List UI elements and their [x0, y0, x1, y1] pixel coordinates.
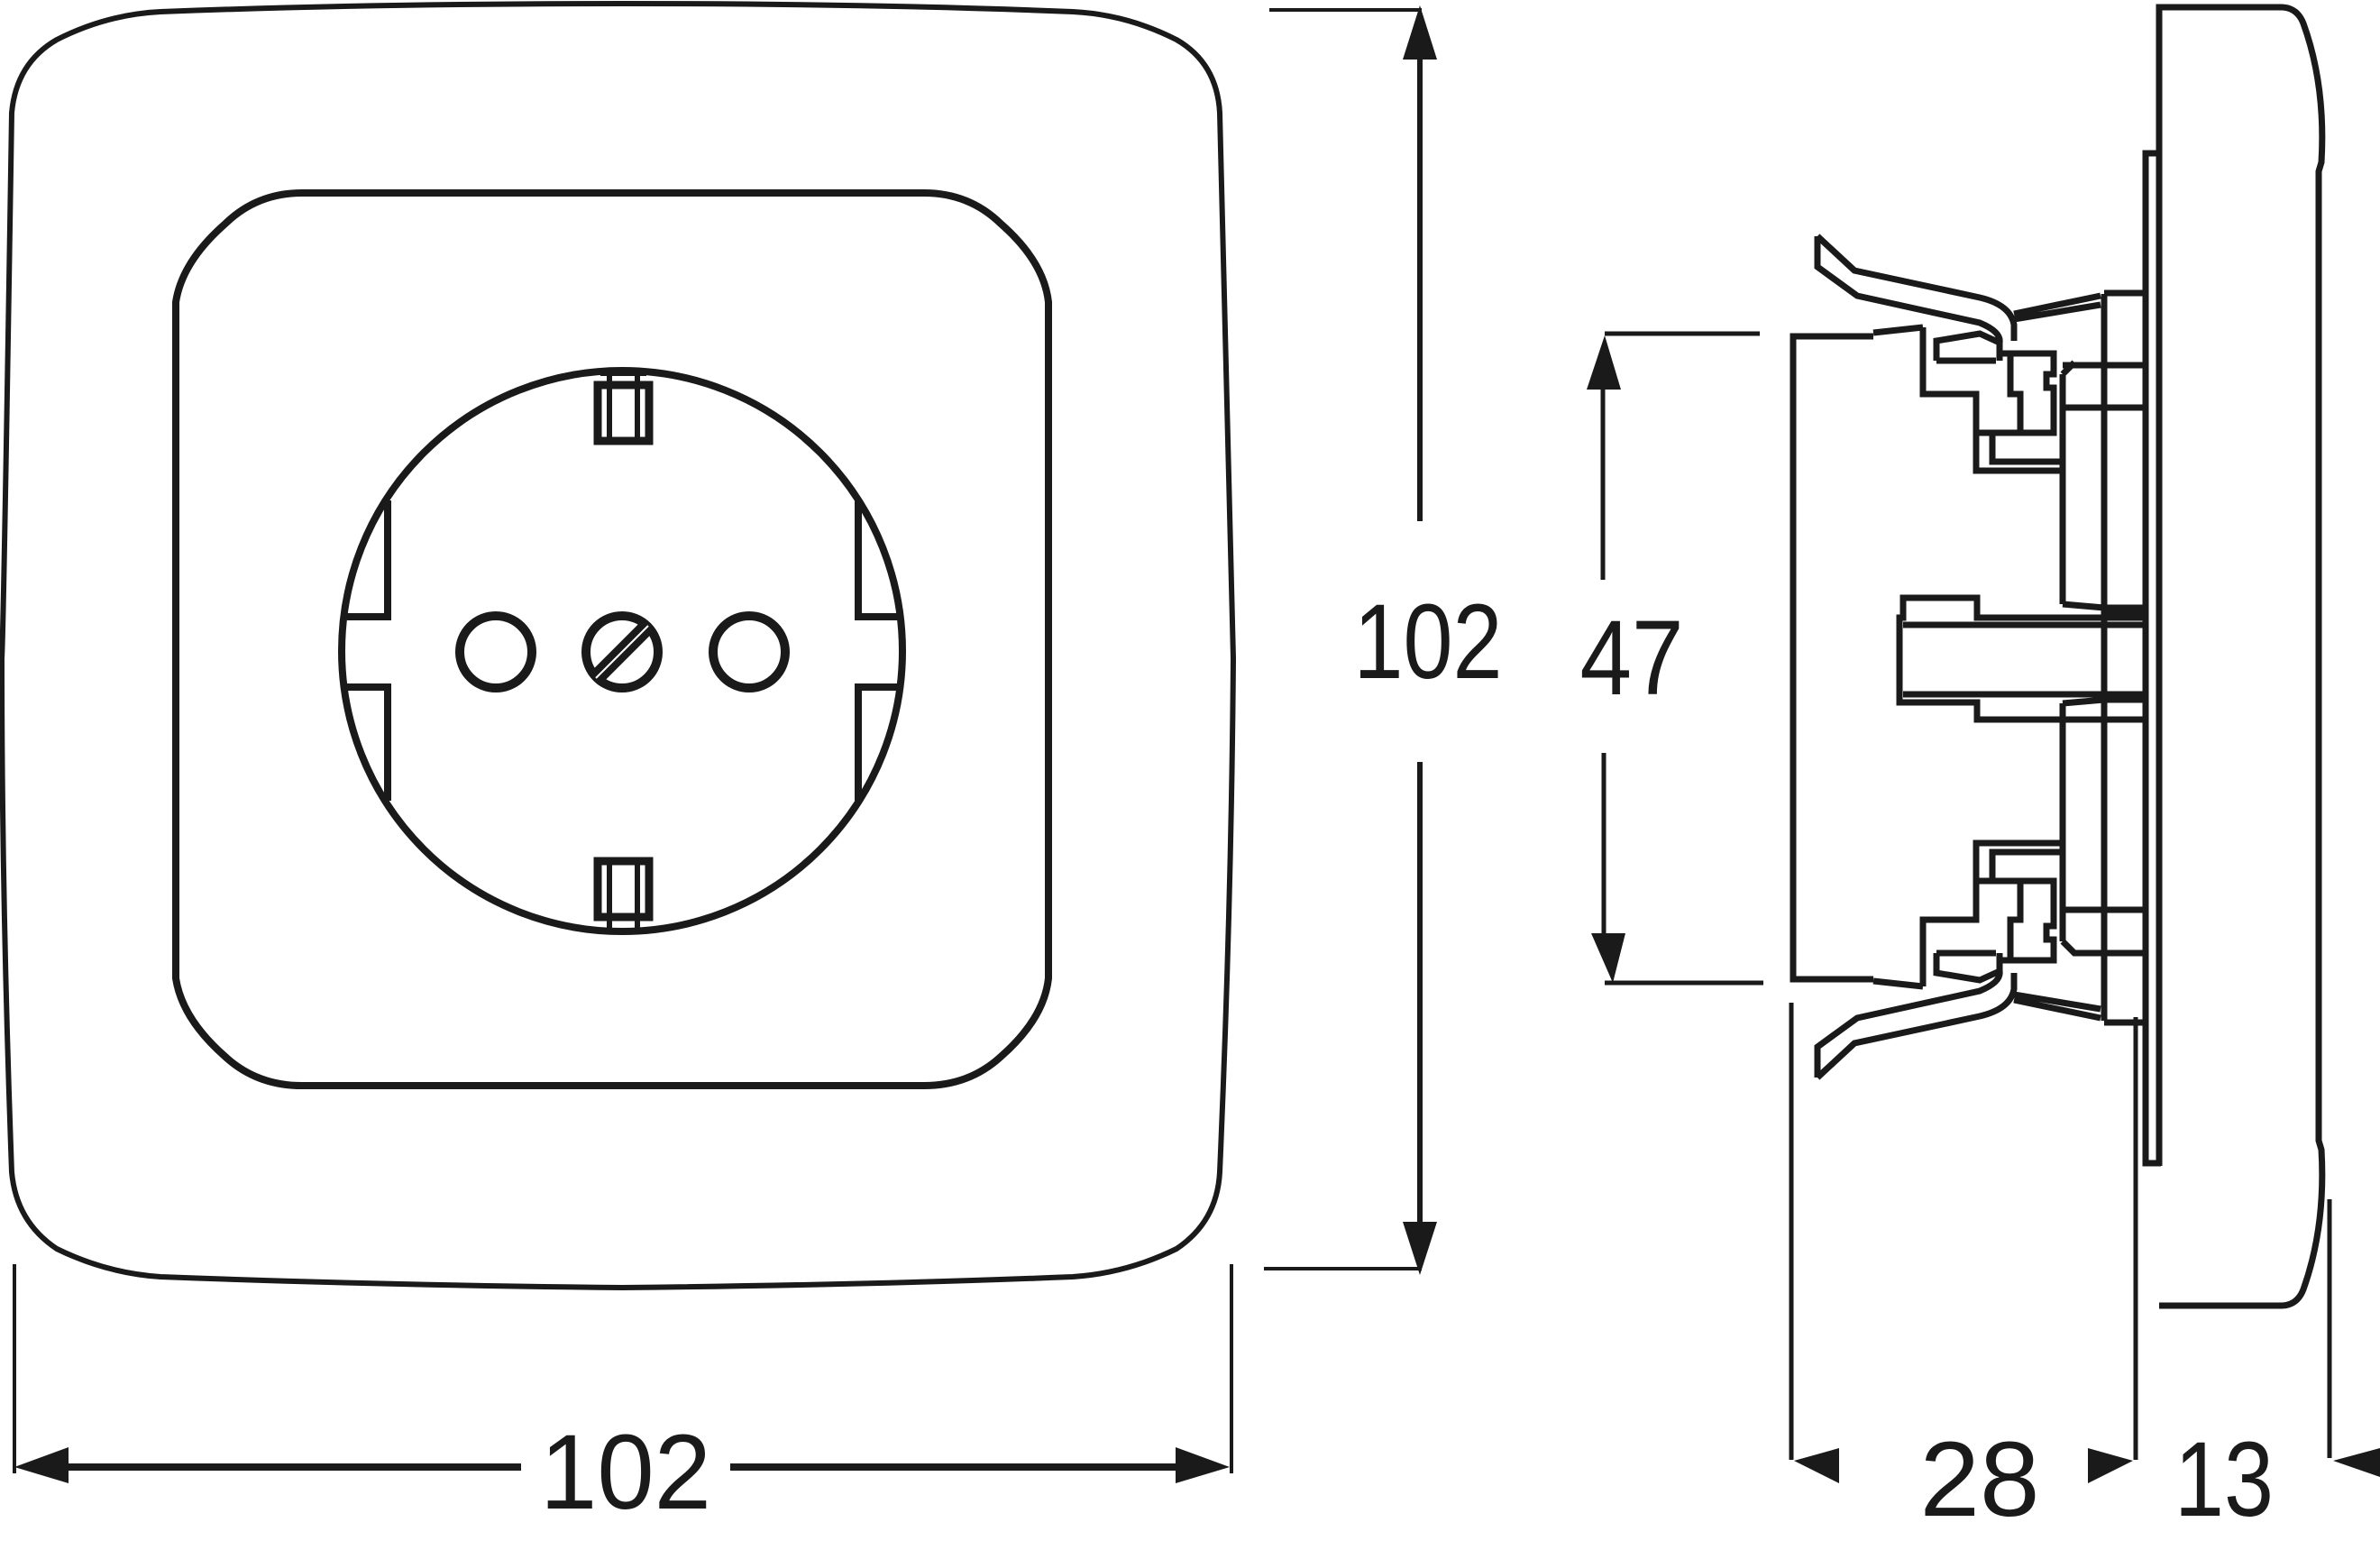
- arrow-up: [1587, 335, 1621, 390]
- dimension-mounting: 47: [1580, 331, 1763, 986]
- dimension-mounting-label: 47: [1580, 599, 1684, 718]
- frame-profile: [2156, 4, 2326, 1309]
- dimension-width: 102: [13, 1264, 1233, 1532]
- front-view: [0, 0, 1237, 1291]
- dimension-height-label: 102: [1354, 582, 1503, 702]
- outer-frame: [0, 0, 1237, 1291]
- pin-hole-right: [709, 611, 790, 692]
- insert-body: [1790, 333, 1873, 983]
- arrow-right: [2088, 1448, 2133, 1483]
- pin-hole-left: [455, 611, 536, 692]
- dimension-projection-label: 13: [2174, 1420, 2274, 1539]
- earth-clip-right: [855, 500, 899, 801]
- arrow-down: [1403, 1222, 1437, 1275]
- earth-clip-left: [347, 500, 391, 801]
- side-view: [1790, 4, 2326, 1309]
- arrow-left: [1794, 1448, 1839, 1483]
- arrow-up: [1403, 5, 1437, 60]
- earth-contact-bottom: [593, 857, 654, 929]
- plug-sleeve: [1896, 594, 2146, 723]
- dimension-depth: 28 13: [1789, 1003, 2380, 1539]
- dimension-depth-label: 28: [1920, 1420, 2040, 1539]
- arrow-left: [14, 1447, 69, 1483]
- earth-contact-top: [593, 371, 654, 445]
- arrow-left: [2333, 1448, 2380, 1477]
- arrow-right: [1176, 1447, 1230, 1483]
- dimension-width-label: 102: [540, 1413, 711, 1532]
- dimension-height: 102: [1264, 5, 1503, 1275]
- spring-claw-bottom: [1814, 839, 2101, 1080]
- inner-plate: [172, 189, 1052, 1089]
- insert-plate: [2142, 150, 2161, 1167]
- arrow-down: [1591, 933, 1625, 983]
- screw-icon: [581, 611, 663, 692]
- spring-claw-top: [1814, 234, 2101, 474]
